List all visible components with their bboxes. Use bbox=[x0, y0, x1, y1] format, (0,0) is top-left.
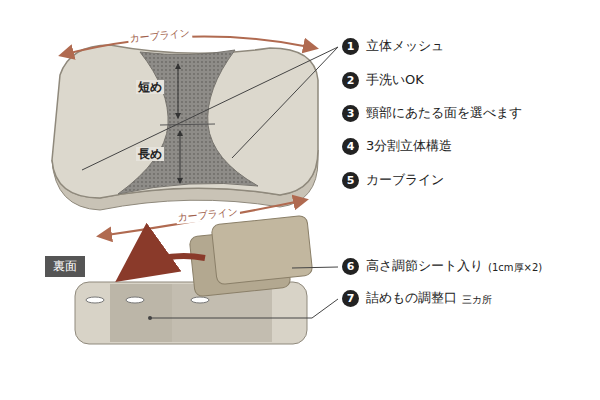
callout-number: 5 bbox=[342, 172, 359, 189]
feature-text: 手洗いOK bbox=[366, 72, 424, 88]
feature-text: 頸部にあたる面を選べます bbox=[366, 105, 522, 121]
side-tag: 裏面 bbox=[45, 256, 85, 277]
feature-text: カーブライン bbox=[366, 172, 444, 188]
feature-text: 詰めもの調整口 bbox=[366, 290, 457, 306]
feature-text: 立体メッシュ bbox=[366, 38, 444, 54]
tag-text: 裏面 bbox=[53, 258, 77, 275]
length-label: 長め bbox=[136, 147, 164, 161]
feature-text: 3分割立体構造 bbox=[366, 138, 452, 154]
curve-label: カーブライン bbox=[176, 206, 241, 225]
callout-number: 6 bbox=[342, 258, 359, 275]
callout-number: 3 bbox=[342, 105, 359, 122]
feature-note: 三カ所 bbox=[462, 294, 492, 306]
feature-text: 高さ調節シート入り bbox=[366, 258, 483, 274]
callout-number: 7 bbox=[342, 290, 359, 307]
feature-note: (1cm厚×2) bbox=[488, 262, 542, 274]
length-label: 短め bbox=[136, 80, 164, 94]
callout-number: 4 bbox=[342, 138, 359, 155]
callout-number: 1 bbox=[342, 38, 359, 55]
curve-label: カーブライン bbox=[128, 27, 193, 46]
callout-number: 2 bbox=[342, 72, 359, 89]
